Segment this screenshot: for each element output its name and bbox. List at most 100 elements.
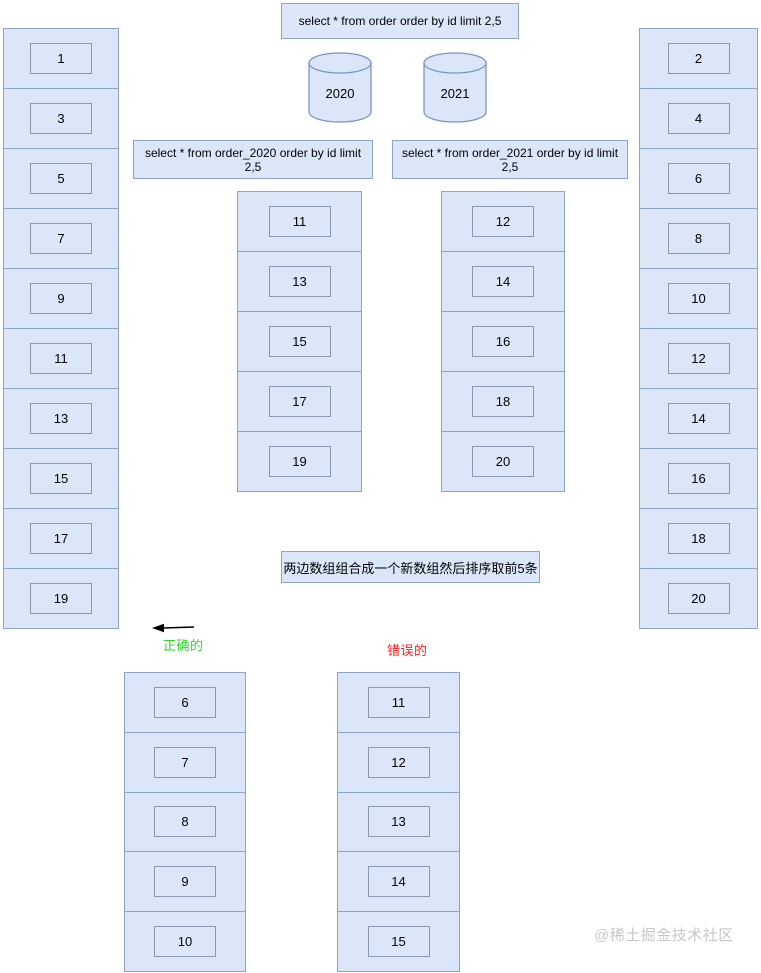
- table-row: 17: [4, 508, 118, 568]
- record-box: 20: [472, 446, 534, 477]
- left-arrow-icon: [148, 620, 196, 641]
- record-box: 12: [472, 206, 534, 237]
- table-order-2021: 2 4 6 8 10 12 14 16 18 20: [639, 28, 758, 629]
- record-box: 8: [667, 223, 730, 254]
- table-row: 15: [338, 911, 459, 971]
- record-box: 10: [667, 283, 730, 314]
- shard-query-2021-box: select * from order_2021 order by id lim…: [392, 140, 628, 179]
- table-row: 14: [442, 251, 564, 311]
- record-box: 15: [367, 926, 430, 958]
- record-box: 11: [268, 206, 331, 237]
- record-box: 13: [367, 806, 430, 838]
- table-row: 14: [640, 388, 757, 448]
- record-box: 18: [667, 523, 730, 554]
- table-row: 13: [238, 251, 361, 311]
- record-box: 15: [30, 463, 92, 494]
- table-row: 1: [4, 29, 118, 88]
- record-box: 1: [30, 43, 92, 74]
- table-row: 19: [4, 568, 118, 628]
- top-query-box: select * from order order by id limit 2,…: [281, 3, 519, 39]
- record-box: 14: [367, 866, 430, 898]
- table-row: 17: [238, 371, 361, 431]
- table-row: 8: [125, 791, 245, 852]
- table-row: 11: [338, 673, 459, 732]
- record-box: 18: [472, 386, 534, 417]
- database-label: 2020: [325, 86, 355, 101]
- table-row: 18: [442, 371, 564, 431]
- table-row: 11: [4, 328, 118, 388]
- record-box: 19: [30, 583, 92, 614]
- record-box: 19: [268, 446, 331, 477]
- table-row: 20: [442, 431, 564, 491]
- correct-label: 正确的: [163, 638, 204, 653]
- table-row: 3: [4, 88, 118, 148]
- table-row: 16: [640, 448, 757, 508]
- result-order-2021: 12 14 16 18 20: [441, 191, 565, 492]
- record-box: 11: [367, 686, 430, 718]
- record-box: 12: [667, 343, 730, 374]
- record-box: 12: [367, 746, 430, 778]
- table-row: 6: [125, 673, 245, 732]
- table-row: 11: [238, 192, 361, 251]
- record-box: 14: [667, 403, 730, 434]
- table-order-2020: 1 3 5 7 9 11 13 15 17 19: [3, 28, 119, 629]
- table-row: 15: [238, 311, 361, 371]
- record-box: 8: [154, 806, 216, 838]
- record-box: 4: [667, 103, 730, 134]
- shard-query-2020-box: select * from order_2020 order by id lim…: [133, 140, 373, 179]
- database-2020: 2020: [308, 52, 372, 124]
- watermark: @稀土掘金技术社区: [594, 927, 734, 944]
- table-row: 15: [4, 448, 118, 508]
- table-row: 19: [238, 431, 361, 491]
- table-row: 18: [640, 508, 757, 568]
- table-row: 12: [640, 328, 757, 388]
- record-box: 11: [30, 343, 92, 374]
- record-box: 7: [154, 746, 216, 778]
- table-row: 9: [125, 851, 245, 911]
- table-row: 9: [4, 268, 118, 328]
- table-row: 13: [4, 388, 118, 448]
- database-cylinder-icon: [423, 52, 487, 123]
- merge-note-box: 两边数组组合成一个新数组然后排序取前5条: [281, 551, 540, 583]
- table-row: 5: [4, 148, 118, 208]
- wrong-result-table: 11 12 13 14 15: [337, 672, 460, 972]
- database-cylinder-icon: [308, 52, 372, 123]
- record-box: 6: [154, 686, 216, 718]
- record-box: 14: [472, 266, 534, 297]
- table-row: 10: [640, 268, 757, 328]
- record-box: 7: [30, 223, 92, 254]
- record-box: 9: [30, 283, 92, 314]
- table-row: 12: [338, 731, 459, 792]
- record-box: 15: [268, 326, 331, 357]
- table-row: 2: [640, 29, 757, 88]
- table-row: 14: [338, 851, 459, 911]
- table-row: 12: [442, 192, 564, 251]
- record-box: 10: [154, 926, 216, 958]
- database-2021: 2021: [423, 52, 487, 124]
- record-box: 2: [667, 43, 730, 74]
- record-box: 17: [268, 386, 331, 417]
- record-box: 5: [30, 163, 92, 194]
- record-box: 6: [667, 163, 730, 194]
- record-box: 16: [472, 326, 534, 357]
- record-box: 13: [30, 403, 92, 434]
- wrong-label: 错误的: [387, 643, 428, 658]
- table-row: 10: [125, 911, 245, 971]
- table-row: 8: [640, 208, 757, 268]
- record-box: 9: [154, 866, 216, 898]
- record-box: 16: [667, 463, 730, 494]
- record-box: 13: [268, 266, 331, 297]
- result-order-2020: 11 13 15 17 19: [237, 191, 362, 492]
- table-row: 20: [640, 568, 757, 628]
- table-row: 4: [640, 88, 757, 148]
- table-row: 7: [125, 731, 245, 792]
- table-row: 13: [338, 791, 459, 852]
- database-label: 2021: [440, 86, 470, 101]
- record-box: 20: [667, 583, 730, 614]
- correct-result-table: 6 7 8 9 10: [124, 672, 246, 972]
- table-row: 6: [640, 148, 757, 208]
- record-box: 17: [30, 523, 92, 554]
- table-row: 16: [442, 311, 564, 371]
- table-row: 7: [4, 208, 118, 268]
